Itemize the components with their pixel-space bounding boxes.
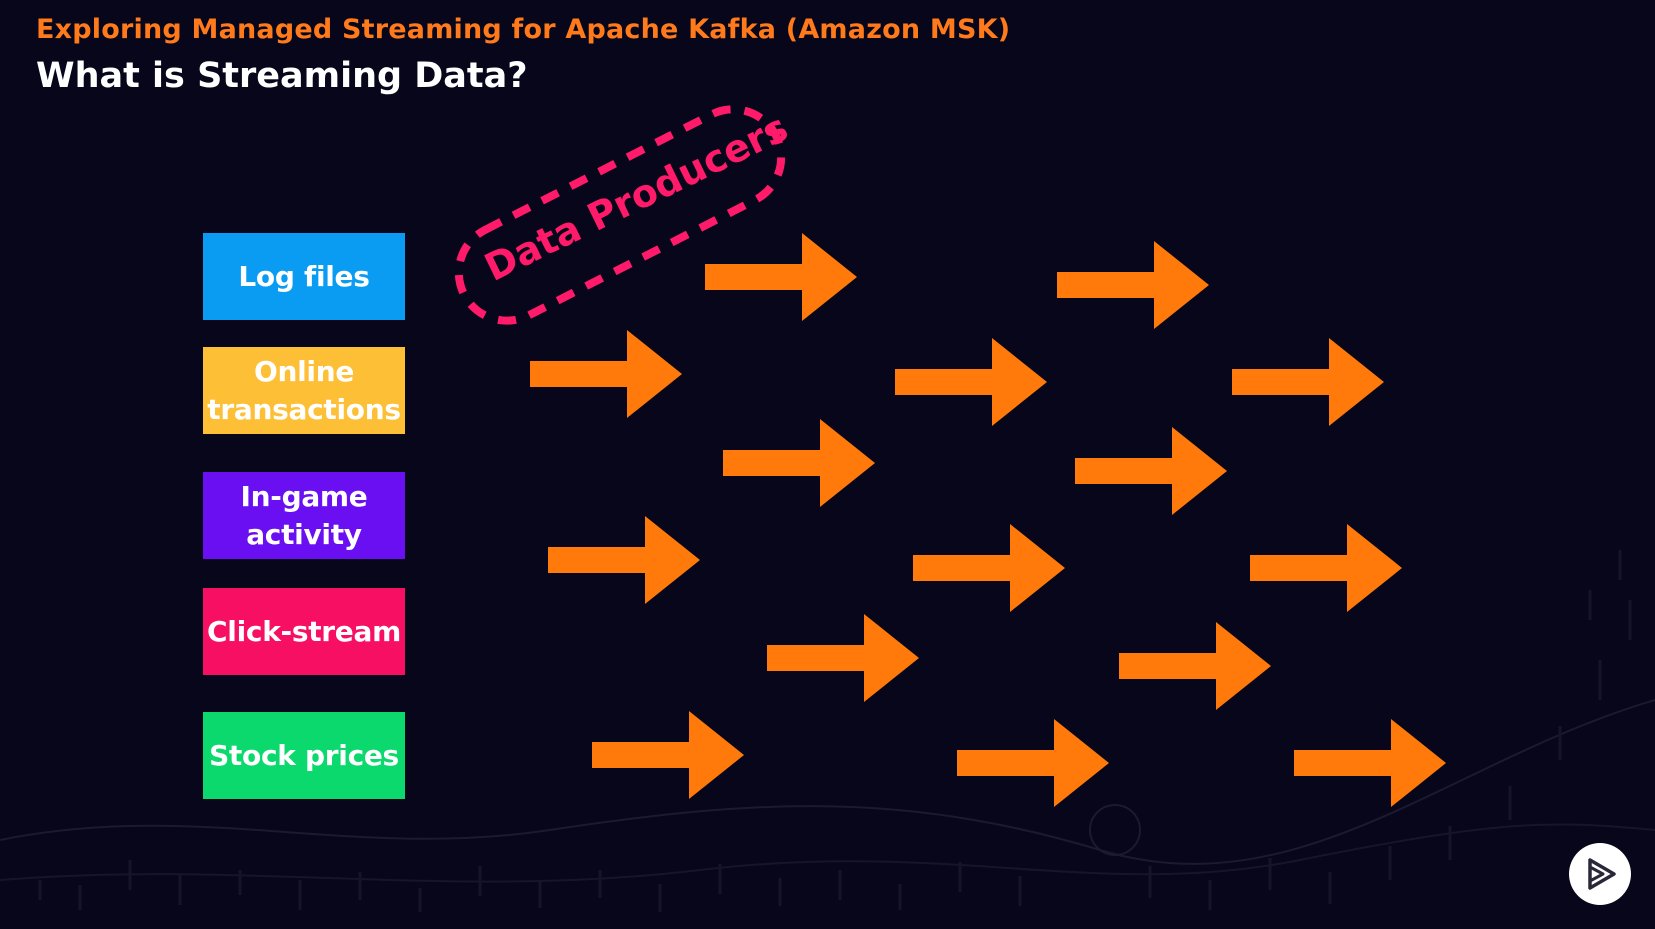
arrow-7 [1075, 427, 1227, 515]
source-click-stream: Click-stream [203, 588, 405, 675]
arrow-11 [767, 614, 919, 702]
source-online-transactions: Online transactions [203, 347, 405, 434]
play-logo-icon [1588, 858, 1616, 890]
source-log-files: Log files [203, 233, 405, 320]
arrow-3 [530, 330, 682, 418]
arrow-6 [723, 419, 875, 507]
data-producers-outline [454, 105, 786, 325]
arrow-4 [895, 338, 1047, 426]
arrow-9 [913, 524, 1065, 612]
arrow-1 [705, 233, 857, 321]
arrow-2 [1057, 241, 1209, 329]
play-logo-button[interactable] [1569, 843, 1631, 905]
arrow-12 [1119, 622, 1271, 710]
course-title: Exploring Managed Streaming for Apache K… [36, 14, 1011, 45]
source-stock-prices: Stock prices [203, 712, 405, 799]
arrow-8 [548, 516, 700, 604]
slide-title: What is Streaming Data? [36, 56, 528, 96]
arrow-14 [957, 719, 1109, 807]
arrow-5 [1232, 338, 1384, 426]
arrow-10 [1250, 524, 1402, 612]
arrow-13 [592, 711, 744, 799]
source-in-game-activity: In-game activity [203, 472, 405, 559]
arrow-15 [1294, 719, 1446, 807]
